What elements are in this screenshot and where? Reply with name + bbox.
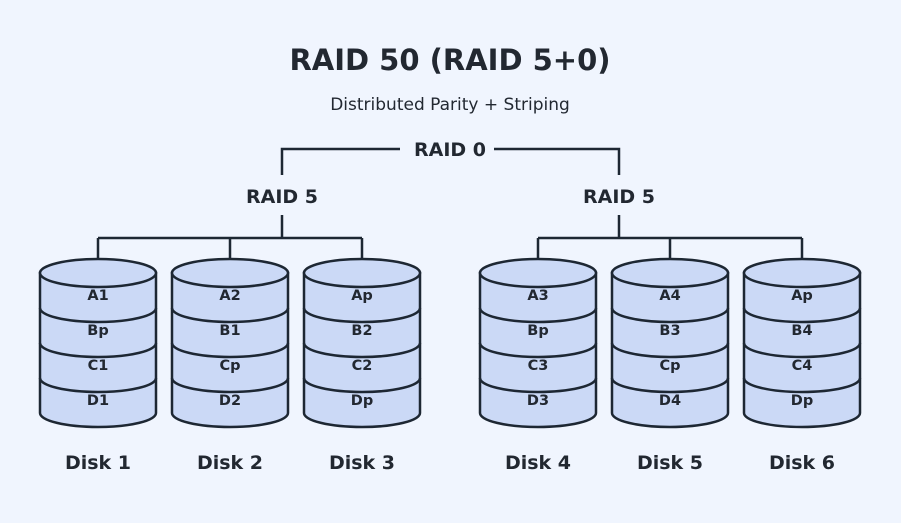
disk-cylinder (170, 271, 290, 429)
disk-name: Disk 1 (65, 452, 131, 474)
disk-top (742, 257, 862, 289)
disk-cylinder (478, 271, 598, 429)
block-label: Cp (659, 358, 680, 374)
disk-stripe-separator (170, 342, 290, 359)
block-label: C2 (352, 358, 373, 374)
block-label: Bp (527, 323, 548, 339)
block-label: A1 (87, 288, 108, 304)
disk-stripe-separator (302, 342, 422, 359)
block-label: D4 (659, 393, 681, 409)
disk-cylinder (38, 271, 158, 429)
block-label: D1 (87, 393, 109, 409)
disk-stripe-separator (302, 377, 422, 394)
disk-stripe-separator (742, 342, 862, 359)
block-label: Dp (351, 393, 373, 409)
disk-stripe-separator (170, 377, 290, 394)
disk-top (38, 257, 158, 289)
disk-cylinder (302, 271, 422, 429)
raid5-label: RAID 5 (246, 186, 318, 208)
disk-stripe-separator (478, 377, 598, 394)
raid0-label: RAID 0 (414, 139, 486, 161)
block-label: Ap (351, 288, 373, 304)
disk-stripe-separator (38, 307, 158, 324)
disk-stripe-separator (610, 377, 730, 394)
block-label: Cp (219, 358, 240, 374)
disk-stripe-separator (742, 377, 862, 394)
disk-stripe-separator (302, 307, 422, 324)
raid5-connector (536, 215, 804, 267)
raid0-connector (280, 147, 621, 175)
disk-top (170, 257, 290, 289)
block-label: C3 (528, 358, 549, 374)
block-label: A4 (659, 288, 680, 304)
diagram-subtitle: Distributed Parity + Striping (330, 95, 570, 115)
disk-stripe-separator (742, 307, 862, 324)
disk-name: Disk 4 (505, 452, 571, 474)
block-label: Ap (791, 288, 813, 304)
block-label: C1 (88, 358, 109, 374)
disk-cylinder (610, 271, 730, 429)
disk-name: Disk 3 (329, 452, 395, 474)
block-label: D2 (219, 393, 241, 409)
block-label: A3 (527, 288, 548, 304)
disk-stripe-separator (170, 307, 290, 324)
block-label: Bp (87, 323, 108, 339)
disk-stripe-separator (38, 377, 158, 394)
block-label: D3 (527, 393, 549, 409)
block-label: A2 (219, 288, 240, 304)
disk-stripe-separator (610, 342, 730, 359)
disk-name: Disk 6 (769, 452, 835, 474)
block-label: C4 (792, 358, 813, 374)
disk-stripe-separator (478, 307, 598, 324)
block-label: B4 (791, 323, 812, 339)
block-label: Dp (791, 393, 813, 409)
disk-name: Disk 2 (197, 452, 263, 474)
disk-stripe-separator (610, 307, 730, 324)
raid5-label: RAID 5 (583, 186, 655, 208)
disk-top (610, 257, 730, 289)
disk-name: Disk 5 (637, 452, 703, 474)
raid5-connector (96, 215, 364, 267)
block-label: B3 (659, 323, 680, 339)
disk-cylinder (742, 271, 862, 429)
diagram-title: RAID 50 (RAID 5+0) (289, 43, 610, 77)
disk-stripe-separator (38, 342, 158, 359)
disk-top (302, 257, 422, 289)
disk-stripe-separator (478, 342, 598, 359)
block-label: B2 (351, 323, 372, 339)
disk-top (478, 257, 598, 289)
block-label: B1 (219, 323, 240, 339)
